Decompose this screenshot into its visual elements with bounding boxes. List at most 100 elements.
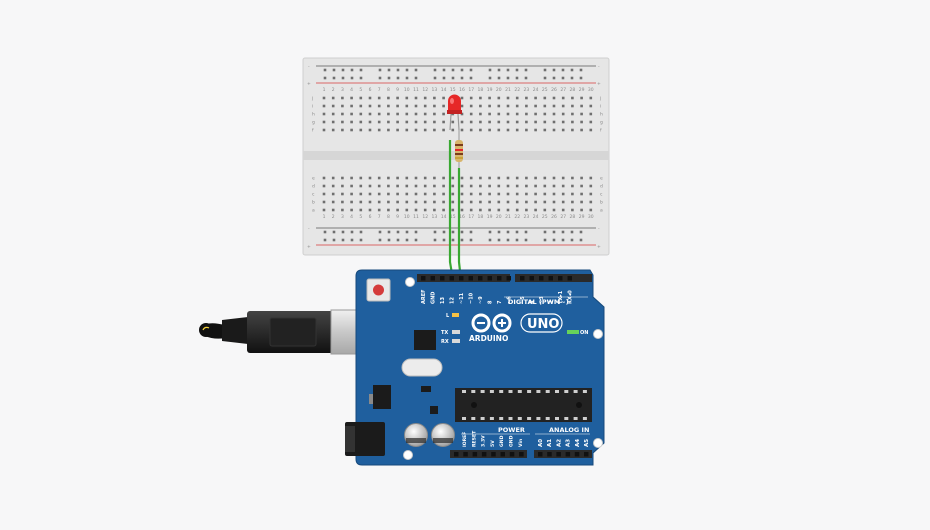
power-pin-socket[interactable] bbox=[481, 452, 487, 457]
top-rail-minus-hole[interactable] bbox=[460, 68, 464, 72]
top-rail-plus-hole[interactable] bbox=[543, 76, 547, 80]
bottom-rail-plus-hole[interactable] bbox=[323, 238, 327, 242]
hole-a23[interactable] bbox=[525, 208, 528, 212]
reset-button[interactable] bbox=[366, 278, 391, 302]
hole-a1[interactable] bbox=[322, 208, 326, 212]
hole-d29[interactable] bbox=[580, 184, 583, 188]
digital-pin-7[interactable] bbox=[497, 276, 502, 281]
hole-d22[interactable] bbox=[515, 184, 519, 188]
hole-j23[interactable] bbox=[525, 96, 528, 100]
top-rail-plus-hole[interactable] bbox=[561, 76, 565, 80]
top-rail-plus-hole[interactable] bbox=[469, 76, 473, 80]
hole-c21[interactable] bbox=[506, 192, 510, 196]
hole-d28[interactable] bbox=[571, 184, 574, 188]
top-rail-plus-hole[interactable] bbox=[433, 76, 437, 80]
hole-j9[interactable] bbox=[396, 96, 399, 100]
hole-b8[interactable] bbox=[387, 200, 390, 204]
hole-j7[interactable] bbox=[377, 96, 381, 100]
top-rail-plus-hole[interactable] bbox=[506, 76, 510, 80]
hole-d1[interactable] bbox=[322, 184, 326, 188]
analog-pin-socket[interactable] bbox=[574, 452, 580, 457]
top-rail-plus-hole[interactable] bbox=[350, 76, 354, 80]
bottom-rail-plus-hole[interactable] bbox=[341, 238, 345, 242]
hole-b11[interactable] bbox=[414, 200, 418, 204]
hole-a21[interactable] bbox=[506, 208, 510, 212]
hole-a29[interactable] bbox=[580, 208, 583, 212]
bottom-rail-minus-hole[interactable] bbox=[405, 230, 409, 234]
hole-h8[interactable] bbox=[387, 112, 390, 116]
hole-h11[interactable] bbox=[414, 112, 418, 116]
top-rail-plus-hole[interactable] bbox=[359, 76, 363, 80]
hole-d23[interactable] bbox=[525, 184, 528, 188]
hole-e27[interactable] bbox=[561, 176, 565, 180]
hole-d19[interactable] bbox=[488, 184, 491, 188]
hole-f29[interactable] bbox=[580, 128, 583, 132]
top-rail-plus-hole[interactable] bbox=[323, 76, 327, 80]
hole-f5[interactable] bbox=[359, 128, 363, 132]
hole-i17[interactable] bbox=[469, 104, 473, 108]
hole-h23[interactable] bbox=[525, 112, 528, 116]
hole-b19[interactable] bbox=[488, 200, 491, 204]
hole-e10[interactable] bbox=[405, 176, 409, 180]
hole-g16[interactable] bbox=[460, 120, 464, 124]
top-rail-plus-hole[interactable] bbox=[579, 76, 583, 80]
hole-j12[interactable] bbox=[423, 96, 427, 100]
hole-i24[interactable] bbox=[534, 104, 537, 108]
hole-g11[interactable] bbox=[414, 120, 418, 124]
top-rail-plus-hole[interactable] bbox=[378, 76, 382, 80]
hole-f12[interactable] bbox=[423, 128, 427, 132]
hole-c29[interactable] bbox=[580, 192, 583, 196]
hole-h22[interactable] bbox=[515, 112, 519, 116]
bottom-rail-plus-hole[interactable] bbox=[405, 238, 409, 242]
hole-a2[interactable] bbox=[331, 208, 335, 212]
hole-d17[interactable] bbox=[469, 184, 473, 188]
hole-a18[interactable] bbox=[479, 208, 482, 212]
hole-b5[interactable] bbox=[359, 200, 363, 204]
bottom-rail-plus-hole[interactable] bbox=[414, 238, 418, 242]
hole-g21[interactable] bbox=[506, 120, 510, 124]
bottom-rail-minus-hole[interactable] bbox=[332, 230, 336, 234]
hole-g29[interactable] bbox=[580, 120, 583, 124]
hole-d18[interactable] bbox=[479, 184, 482, 188]
bottom-pin-sockets[interactable] bbox=[454, 452, 589, 457]
hole-c26[interactable] bbox=[552, 192, 556, 196]
top-rail-minus-hole[interactable] bbox=[451, 68, 455, 72]
hole-e8[interactable] bbox=[387, 176, 390, 180]
hole-c8[interactable] bbox=[387, 192, 390, 196]
hole-a5[interactable] bbox=[359, 208, 363, 212]
hole-a12[interactable] bbox=[423, 208, 427, 212]
hole-b6[interactable] bbox=[368, 200, 372, 204]
bottom-rail-minus-hole[interactable] bbox=[460, 230, 464, 234]
hole-h2[interactable] bbox=[331, 112, 335, 116]
hole-f24[interactable] bbox=[534, 128, 537, 132]
hole-h25[interactable] bbox=[543, 112, 547, 116]
hole-f1[interactable] bbox=[322, 128, 326, 132]
hole-i12[interactable] bbox=[423, 104, 427, 108]
top-rail-minus-hole[interactable] bbox=[396, 68, 400, 72]
bottom-rail-minus-hole[interactable] bbox=[396, 230, 400, 234]
hole-a8[interactable] bbox=[387, 208, 390, 212]
digital-pin-~6[interactable] bbox=[506, 276, 512, 281]
red-led[interactable] bbox=[447, 94, 462, 131]
hole-h4[interactable] bbox=[350, 112, 353, 116]
hole-g1[interactable] bbox=[322, 120, 326, 124]
top-rail-minus-hole[interactable] bbox=[579, 68, 583, 72]
hole-c5[interactable] bbox=[359, 192, 363, 196]
top-rail-minus-hole[interactable] bbox=[323, 68, 327, 72]
hole-i29[interactable] bbox=[580, 104, 583, 108]
hole-d6[interactable] bbox=[368, 184, 372, 188]
hole-i1[interactable] bbox=[322, 104, 326, 108]
bottom-rail-minus-hole[interactable] bbox=[488, 230, 492, 234]
hole-f2[interactable] bbox=[331, 128, 335, 132]
hole-g24[interactable] bbox=[534, 120, 537, 124]
hole-f3[interactable] bbox=[341, 128, 344, 132]
hole-f22[interactable] bbox=[515, 128, 519, 132]
hole-i28[interactable] bbox=[571, 104, 574, 108]
hole-i25[interactable] bbox=[543, 104, 547, 108]
digital-pin-RX◂0[interactable] bbox=[567, 276, 573, 281]
top-rail-minus-hole[interactable] bbox=[378, 68, 382, 72]
hole-j20[interactable] bbox=[497, 96, 501, 100]
hole-j11[interactable] bbox=[414, 96, 418, 100]
hole-g3[interactable] bbox=[341, 120, 344, 124]
